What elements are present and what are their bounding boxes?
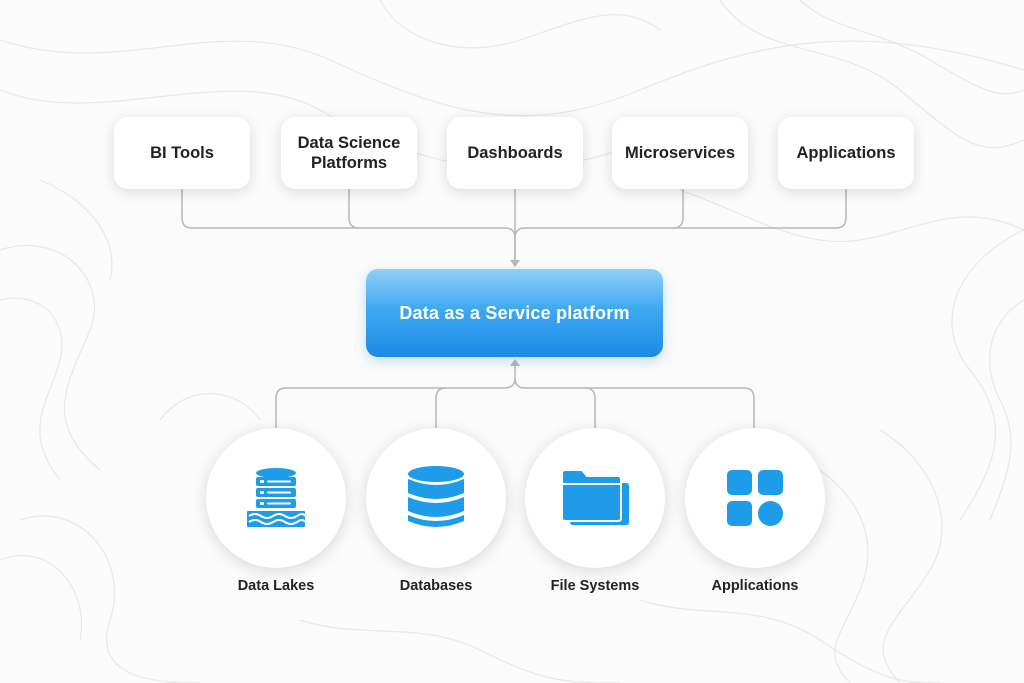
source-circle-file-systems	[525, 428, 665, 568]
consumer-card-microservices: Microservices	[612, 117, 748, 189]
source-label-applications: Applications	[711, 578, 799, 594]
apps-grid-icon	[725, 468, 785, 528]
consumer-card-data-science-platforms: Data Science Platforms	[281, 117, 417, 189]
source-label-data-lakes: Data Lakes	[237, 578, 315, 594]
folder-icon	[560, 470, 630, 526]
consumer-card-dashboards: Dashboards	[447, 117, 583, 189]
source-circle-databases	[366, 428, 506, 568]
consumer-label: BI Tools	[150, 144, 214, 162]
source-circle-applications	[685, 428, 825, 568]
source-circle-data-lakes	[206, 428, 346, 568]
source-label-file-systems: File Systems	[550, 578, 640, 594]
consumer-label: Data Science Platforms	[297, 134, 401, 172]
consumer-label: Microservices	[624, 144, 736, 162]
consumer-card-bi-tools: BI Tools	[114, 117, 250, 189]
database-water-icon	[243, 465, 309, 531]
source-label-databases: Databases	[399, 578, 473, 594]
consumer-label: Applications	[796, 144, 896, 162]
platform-box: Data as a Service platform	[366, 269, 663, 357]
consumer-label: Dashboards	[467, 144, 563, 162]
consumer-card-applications: Applications	[778, 117, 914, 189]
platform-label: Data as a Service platform	[399, 302, 630, 323]
database-icon	[406, 465, 466, 531]
